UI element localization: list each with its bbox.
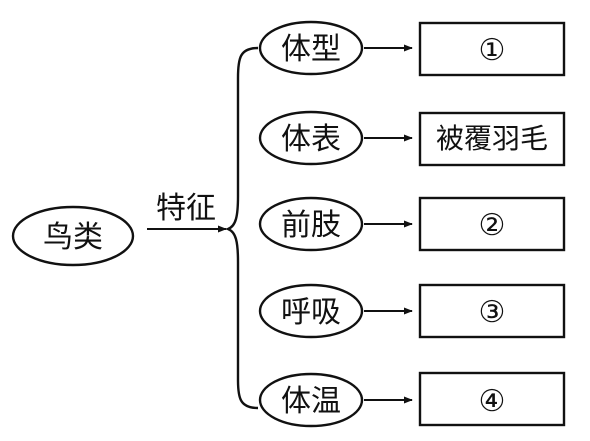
feature-value: 被覆羽毛: [436, 122, 548, 155]
connector-label: 特征: [156, 191, 216, 226]
feature-ellipse: [258, 110, 364, 166]
feature-label: 体表: [281, 122, 341, 157]
root-label: 鸟类: [43, 220, 103, 255]
feature-ellipse: [258, 372, 364, 428]
feature-label: 前肢: [281, 208, 341, 243]
feature-value: ②: [479, 208, 506, 243]
feature-row: 呼吸 ③: [258, 283, 566, 339]
feature-value-box: [418, 196, 566, 252]
root-ellipse: [11, 205, 135, 267]
feature-value: ③: [479, 295, 506, 330]
feature-ellipse: [258, 196, 364, 252]
main-connector: 特征: [147, 191, 227, 233]
feature-row: 体表 被覆羽毛: [258, 110, 566, 167]
feature-value: ④: [479, 384, 506, 419]
feature-ellipse: [258, 283, 364, 339]
feature-label: 体温: [281, 384, 341, 419]
brace: [224, 46, 259, 410]
feature-ellipse: [258, 20, 364, 76]
feature-row: 体温 ④: [258, 371, 566, 428]
feature-row: 体型 ①: [258, 20, 566, 77]
feature-label: 体型: [281, 32, 341, 67]
root-node: 鸟类: [11, 205, 135, 267]
feature-value: ①: [479, 33, 506, 68]
feature-value-box: [418, 283, 566, 339]
feature-value-box: [418, 371, 566, 427]
feature-label: 呼吸: [281, 295, 341, 330]
feature-value-box: [418, 21, 566, 77]
feature-row: 前肢 ②: [258, 196, 566, 252]
feature-value-box: [418, 111, 566, 167]
